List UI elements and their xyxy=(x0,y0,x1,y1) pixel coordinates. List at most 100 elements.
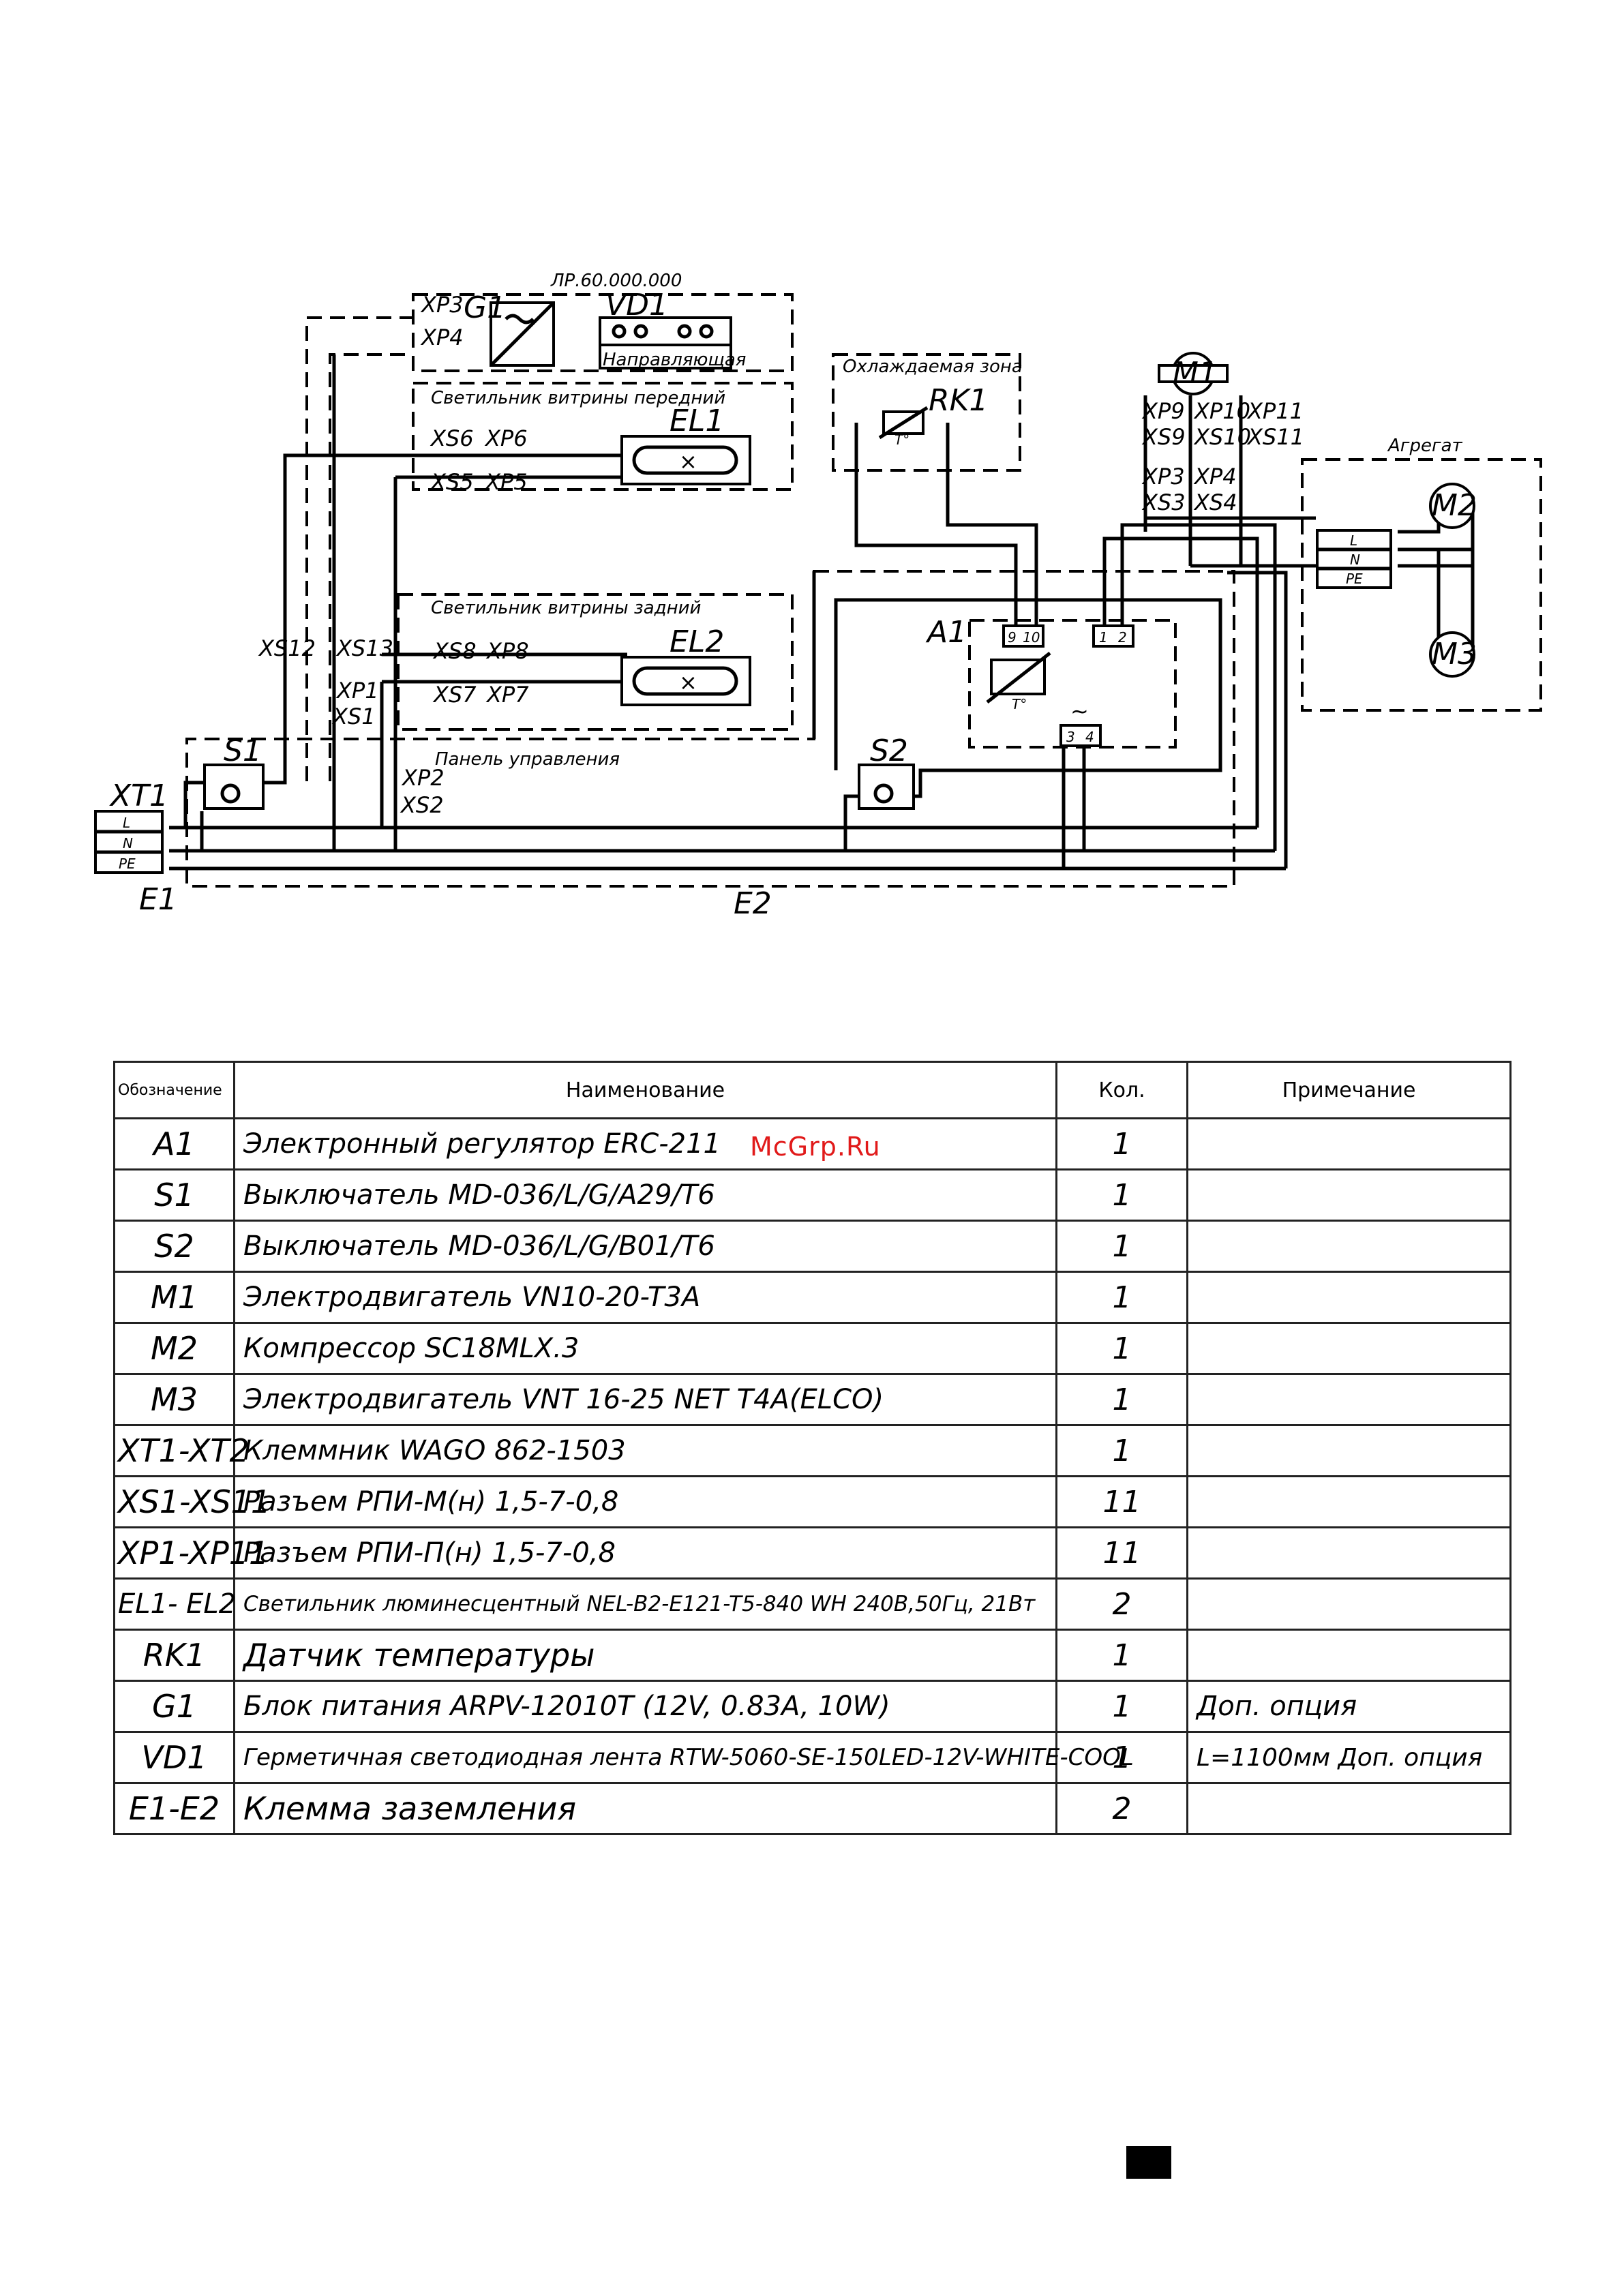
zone-rear-light xyxy=(397,593,794,731)
cell-designation: E1-E2 xyxy=(113,1782,235,1835)
cell-designation: G1 xyxy=(113,1680,235,1733)
label-vd1: VD1 xyxy=(605,288,668,322)
xt1-terminal-l: L xyxy=(123,815,130,831)
wiring-diagram: ЛР.60.000.000 Светильник витрины передни… xyxy=(94,271,1542,921)
led-strip-vd1 xyxy=(599,316,732,369)
unit-terminal-n: N xyxy=(1350,552,1360,568)
cell-name: Разъем РПИ-П(н) 1,5-7-0,8 xyxy=(233,1526,1057,1580)
conn-xp5: XP5 xyxy=(484,469,528,495)
cell-note: Доп. опция xyxy=(1186,1680,1512,1733)
conn-xs5: XS5 xyxy=(430,469,474,495)
xt1-terminal-pe: PE xyxy=(119,856,136,872)
rail-label: Направляющая xyxy=(603,350,746,370)
conn-xs9: XS9 xyxy=(1141,424,1186,450)
el2-cross-mark: × xyxy=(679,669,697,695)
cell-name: Электродвигатель VN10-20-T3A xyxy=(233,1271,1057,1324)
a1-ac-mark: ~ xyxy=(1070,698,1089,724)
cell-designation: A1 xyxy=(113,1117,235,1170)
cell-note xyxy=(1186,1424,1512,1477)
header-name: Наименование xyxy=(233,1061,1057,1119)
unit-terminal-block xyxy=(1316,529,1392,589)
label-m2: M2 xyxy=(1432,488,1477,523)
conn-xs3: XS3 xyxy=(1141,489,1186,515)
conn-xs8: XS8 xyxy=(432,638,477,664)
conn-xp3-m1: XP3 xyxy=(1141,464,1185,489)
cell-qty: 1 xyxy=(1055,1680,1188,1733)
cell-qty: 1 xyxy=(1055,1271,1188,1324)
outer-dashed-route xyxy=(305,316,413,781)
label-m1: M1 xyxy=(1173,356,1218,391)
zone-label-panel: Панель управления xyxy=(435,749,620,770)
conn-xp2: XP2 xyxy=(401,765,445,791)
zone-label-rear-light: Светильник витрины задний xyxy=(431,598,701,618)
zone-a1 xyxy=(968,619,1177,749)
cell-name: Разъем РПИ-М(н) 1,5-7-0,8 xyxy=(233,1475,1057,1528)
conn-xp11: XP11 xyxy=(1246,398,1304,424)
conn-xs2: XS2 xyxy=(400,792,444,818)
conn-xs10: XS10 xyxy=(1193,424,1251,450)
zone-unit xyxy=(1301,458,1542,712)
label-rk1: RK1 xyxy=(929,383,988,418)
lamp-el2 xyxy=(620,656,751,706)
label-el1: EL1 xyxy=(670,404,724,438)
cell-name: Выключатель MD-036/L/G/A29/T6 xyxy=(233,1168,1057,1222)
a1-terminal-2: 2 xyxy=(1118,629,1127,646)
terminal-block-xt1 xyxy=(94,810,164,874)
label-el2: EL2 xyxy=(670,624,724,659)
cell-note xyxy=(1186,1168,1512,1222)
conn-xs7: XS7 xyxy=(432,682,477,708)
cell-qty: 11 xyxy=(1055,1475,1188,1528)
conn-xp4-m1: XP4 xyxy=(1193,464,1237,489)
cell-qty: 2 xyxy=(1055,1782,1188,1835)
a1-temp-mark: T° xyxy=(1012,696,1027,712)
table-header-row: Обозначение Наименование Кол. Примечание xyxy=(113,1061,1512,1119)
cell-note xyxy=(1186,1782,1512,1835)
cell-name: Выключатель MD-036/L/G/B01/T6 xyxy=(233,1220,1057,1273)
cell-designation: S2 xyxy=(113,1220,235,1273)
cell-qty: 1 xyxy=(1055,1117,1188,1170)
conn-xs4: XS4 xyxy=(1193,489,1237,515)
zone-front-light xyxy=(412,382,794,491)
conn-xp4: XP4 xyxy=(420,324,464,350)
header-note: Примечание xyxy=(1186,1061,1512,1119)
conn-xp6: XP6 xyxy=(484,425,528,451)
a1-terminal-4: 4 xyxy=(1085,729,1094,745)
drawing-code: ЛР.60.000.000 xyxy=(550,271,682,291)
cell-qty: 1 xyxy=(1055,1424,1188,1477)
cell-note xyxy=(1186,1475,1512,1528)
conn-xs13: XS13 xyxy=(335,635,393,661)
label-g1: G1 xyxy=(464,290,506,325)
cell-designation: XT1-XT2 xyxy=(113,1424,250,1477)
conn-xp8: XP8 xyxy=(485,638,529,664)
cell-note xyxy=(1186,1322,1512,1375)
cell-designation: S1 xyxy=(113,1168,235,1222)
cell-qty: 1 xyxy=(1055,1322,1188,1375)
conn-xp7: XP7 xyxy=(485,682,529,708)
cell-note xyxy=(1186,1526,1512,1580)
power-supply-g1 xyxy=(490,301,555,367)
cell-name: Клеммник WAGO 862-1503 xyxy=(233,1424,1057,1477)
label-a1: A1 xyxy=(925,615,967,650)
conn-xp1: XP1 xyxy=(335,678,379,704)
xt1-terminal-n: N xyxy=(123,835,133,851)
sensor-rk1 xyxy=(878,406,929,440)
a1-terminal-9: 9 xyxy=(1008,629,1017,646)
cell-note xyxy=(1186,1373,1512,1426)
label-e1: E1 xyxy=(139,882,177,917)
conn-xp10: XP10 xyxy=(1193,398,1250,424)
switch-s2 xyxy=(858,764,915,810)
conn-xp3: XP3 xyxy=(420,292,464,318)
label-s2: S2 xyxy=(870,734,908,768)
lamp-el1 xyxy=(620,435,751,485)
